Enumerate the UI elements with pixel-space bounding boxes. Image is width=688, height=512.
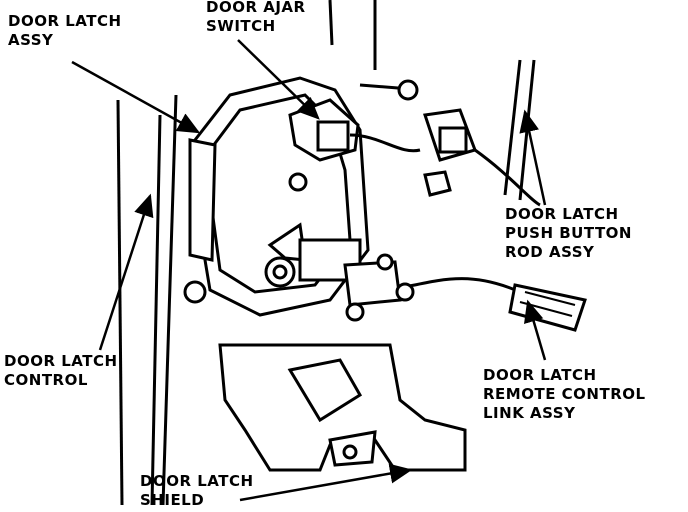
label-line: LINK ASSY bbox=[483, 404, 576, 422]
label-line: ROD ASSY bbox=[505, 243, 595, 261]
leader-remote-control-link bbox=[524, 299, 547, 361]
label-line: SWITCH bbox=[206, 17, 276, 35]
label-line: DOOR LATCH bbox=[8, 12, 122, 30]
leader-latch-control bbox=[98, 193, 154, 351]
leader-latch-shield bbox=[239, 463, 413, 502]
label-door-latch-control: DOOR LATCH CONTROL bbox=[4, 352, 118, 390]
label-line: DOOR AJAR bbox=[206, 0, 306, 16]
leader-arrows bbox=[71, 39, 547, 502]
latch-shield-part bbox=[218, 343, 467, 472]
label-line: SHIELD bbox=[140, 491, 205, 509]
label-line: REMOTE CONTROL bbox=[483, 385, 646, 403]
label-door-latch-shield: DOOR LATCH SHIELD bbox=[140, 472, 254, 510]
label-line: ASSY bbox=[8, 31, 54, 49]
label-line: PUSH BUTTON bbox=[505, 224, 632, 242]
label-door-ajar-switch: DOOR AJAR SWITCH bbox=[206, 0, 306, 36]
leader-door-latch-assy bbox=[71, 60, 201, 134]
leader-door-ajar-switch bbox=[237, 39, 320, 120]
remote-control-link bbox=[395, 277, 587, 332]
leader-push-button-rod bbox=[519, 109, 547, 206]
label-remote-control-link-assy: DOOR LATCH REMOTE CONTROL LINK ASSY bbox=[483, 366, 646, 423]
push-button-rod-connector bbox=[423, 108, 541, 207]
label-line: DOOR LATCH bbox=[140, 472, 254, 490]
label-line: DOOR LATCH bbox=[505, 205, 619, 223]
label-line: CONTROL bbox=[4, 371, 88, 389]
door-frame-lines bbox=[116, 0, 536, 506]
label-line: DOOR LATCH bbox=[4, 352, 118, 370]
label-push-button-rod-assy: DOOR LATCH PUSH BUTTON ROD ASSY bbox=[505, 205, 632, 262]
label-line: DOOR LATCH bbox=[483, 366, 597, 384]
label-door-latch-assy: DOOR LATCH ASSY bbox=[8, 12, 122, 50]
screw bbox=[359, 79, 419, 101]
